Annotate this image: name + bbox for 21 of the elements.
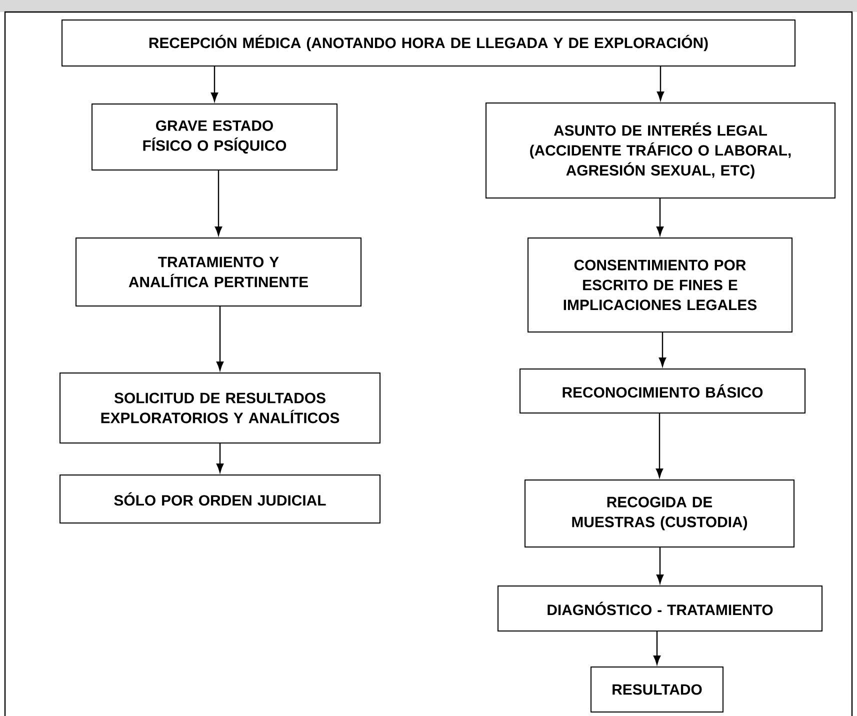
process-box: GRAVE ESTADO FÍSICO O PSÍQUICO <box>92 103 338 170</box>
arrow <box>658 332 666 367</box>
process-box: TRATAMIENTO Y ANALÍTICA PERTINENTE <box>76 237 362 306</box>
process-box: RECONOCIMIENTO BÁSICO <box>520 368 806 414</box>
arrow <box>216 306 224 371</box>
arrow <box>214 170 222 236</box>
process-box: SOLICITUD DE RESULTADOS EXPLORATORIOS Y ANALÍTICOS <box>60 372 380 444</box>
process-box: DIAGNÓSTICO - TRATAMIENTO <box>498 585 822 632</box>
arrow <box>656 413 664 478</box>
process-box: SÓLO POR ORDEN JUDICIAL <box>60 474 380 524</box>
process-box: ASUNTO DE INTERÉS LEGAL (ACCIDENTE TRÁFICO O LABORAL, AGRESIÓN SEXUAL, ETC) <box>486 102 836 198</box>
arrow <box>656 66 664 101</box>
arrow <box>656 198 664 236</box>
arrow <box>656 547 664 584</box>
process-box: RECOGIDA DE MUESTRAS (CUSTODIA) <box>524 479 794 548</box>
process-box: RECEPCIÓN MÉDICA (ANOTANDO HORA DE LLEGADA Y DE EXPLORACIÓN) <box>62 20 796 66</box>
arrow <box>653 631 661 665</box>
process-box: RESULTADO <box>590 666 724 712</box>
arrow <box>210 66 218 102</box>
arrow <box>216 443 224 473</box>
process-box: CONSENTIMIENTO POR ESCRITO DE FINES E IMPLICACIONES LEGALES <box>528 237 792 332</box>
